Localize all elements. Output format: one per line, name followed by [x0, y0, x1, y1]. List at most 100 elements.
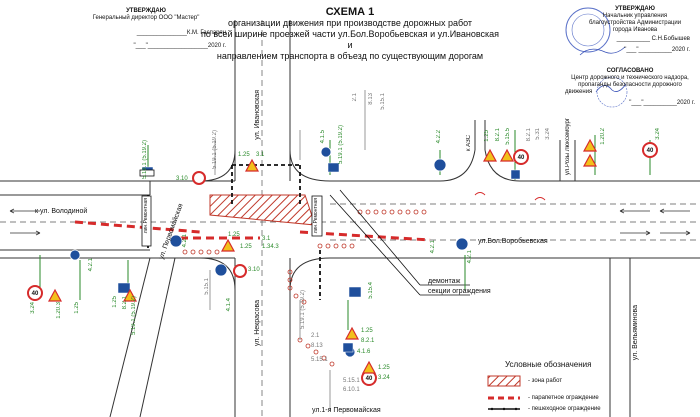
sign-label-4-2-1-c: 4.2.1	[467, 250, 473, 264]
agreed-block: СОГЛАСОВАНО Центр дорожного и техническо…	[565, 68, 695, 107]
sign-label-8-2-1-b: 8.2.1	[526, 128, 532, 142]
street-ivanovskaya: ул. Ивановская	[254, 90, 261, 140]
agreed-line3: движения	[565, 89, 593, 95]
sign-label-1-25-d: 1.25	[240, 244, 252, 250]
approve-right-line2: благоустройства Администрации	[588, 20, 682, 26]
sign-label-5-15-1-b: 5.15.1	[311, 357, 328, 363]
sign-blue-circle	[169, 234, 183, 248]
annotation-left-lane: лин.Ремонтная	[143, 198, 149, 234]
sign-label-5-19-1-d: 5.19.1 (5.19.2)	[131, 296, 137, 336]
sign-label-5-15-4: 5.15.4	[368, 282, 374, 299]
sign-no-entry	[192, 171, 206, 185]
sign-label-3-24-d: 3.24	[378, 375, 390, 381]
sign-label-2-1-a: 2.1	[352, 93, 358, 102]
sign-label-4-1-6: 4.1.6	[357, 349, 371, 355]
approve-right-line3: города Иванова	[612, 27, 658, 33]
sign-label-1-25-h: 1.25	[378, 365, 390, 371]
sign-roadworks	[499, 148, 515, 162]
sign-roadworks	[344, 326, 360, 340]
sign-roadworks	[582, 153, 598, 167]
speed-40: 40	[647, 148, 654, 154]
annotation-fence-sections: секции ограждения	[428, 288, 491, 295]
sign-label-8-13-a: 8.13	[368, 93, 374, 105]
approve-left-date: "___"__________________2020 г.	[133, 43, 226, 49]
scheme-title-block: СХЕМА 1 организации движения при произво…	[200, 6, 500, 62]
sign-speed-limit	[513, 149, 529, 165]
speed-40: 40	[32, 291, 39, 297]
sign-label-1-25-g: 1.25	[361, 328, 373, 334]
sign-label-4-2-1-d: 4.2.1	[430, 240, 436, 254]
sign-roadworks	[220, 238, 236, 252]
sign-label-4-1-4: 4.1.4	[226, 298, 232, 312]
sign-label-4-2-1-a: 4.2.1	[182, 234, 188, 248]
sign-roadworks	[361, 360, 377, 374]
sign-label-5-19-1-a: 5.19.1 (5.19.2)	[142, 140, 148, 180]
sign-speed-limit	[27, 285, 43, 301]
scheme-title: СХЕМА 1	[325, 6, 375, 18]
approve-right-date: "___"__________2020 г.	[624, 47, 690, 53]
annotation-right-lane: лин.Ремонтная	[313, 198, 319, 234]
street-rozy-luxemburg: ул.Розы Люксембург	[565, 118, 571, 176]
sign-label-1-25-c: 1.25	[228, 232, 240, 238]
street-nekrasova: ул. Некрасова	[254, 300, 261, 347]
scheme-line1: организации движения при производстве до…	[227, 18, 473, 28]
approve-right-signature: __________ С.Н.Бобышев	[616, 36, 690, 42]
speed-40: 40	[366, 376, 373, 382]
sign-roadworks	[582, 138, 598, 152]
approve-left-position: Генеральный директор ООО "Мастер"	[92, 15, 200, 21]
legend-box	[487, 375, 521, 411]
sign-label-3-1-a: 3.1	[256, 152, 265, 158]
sign-blue-circle	[433, 158, 447, 172]
street-velyaminova: ул. Вельяминова	[632, 305, 639, 361]
sign-label-3-24-b: 3.24	[655, 128, 661, 140]
sign-label-5-15-5: 5.15.5	[505, 128, 511, 145]
sign-label-5-15-1-a: 5.15.1	[380, 93, 386, 110]
sign-label-2-1-b: 2.1	[311, 333, 320, 339]
sign-blue-circle	[69, 249, 81, 261]
sign-label-3-24-c: 3.24	[30, 302, 36, 314]
sign-roadworks	[244, 158, 260, 172]
speed-40: 40	[518, 155, 525, 161]
legend-item-pedestrian: - пешеходное ограждение	[528, 406, 601, 412]
work-zone-area	[209, 194, 316, 226]
street-volodinoy: к ул. Володиной	[35, 208, 88, 215]
sign-no-entry	[233, 264, 247, 278]
sign-label-5-19-1-e: 5.19.1 (5.19.2)	[300, 290, 306, 330]
sign-label-8-13-b: 8.13	[311, 343, 323, 349]
sign-roadworks	[482, 148, 498, 162]
sign-label-8-2-1-d: 8.2.1	[361, 338, 375, 344]
approve-right-heading: УТВЕРЖДАЮ	[615, 6, 655, 12]
sign-label-4-1-5: 4.1.5	[320, 130, 326, 144]
agreed-heading: СОГЛАСОВАНО	[606, 68, 654, 74]
sign-blue-circle	[455, 237, 469, 251]
agreed-line2: пропаганды безопасности дорожного	[578, 82, 682, 88]
street-azs: к АЗС	[466, 135, 472, 152]
approve-left-block: УТВЕРЖДАЮ Генеральный директор ООО "Маст…	[66, 8, 226, 50]
sign-label-1-20-3: 1.20.3	[56, 302, 62, 319]
sign-label-3-1-b: 3.1	[262, 236, 271, 242]
sign-label-5-19-1-c: 5.19.1 (5.19.2)	[338, 125, 344, 165]
approve-right-block: УТВЕРЖДАЮ Начальник управления благоустр…	[580, 6, 690, 54]
sign-roadworks	[47, 288, 63, 302]
sign-roadworks	[122, 288, 138, 302]
sign-label-4-2-2: 4.2.2	[436, 130, 442, 144]
sign-label-1-25-b: 1.25	[484, 130, 490, 142]
sign-label-1-20-2: 1.20.2	[600, 128, 606, 145]
sign-blue-circle	[214, 263, 228, 277]
sign-label-1-25-f: 1.25	[112, 296, 118, 308]
sign-label-5-31: 5.31	[535, 128, 541, 140]
sign-label-8-2-1-c: 8.2.1	[122, 296, 128, 310]
sign-label-1-25-e: 1.25	[74, 302, 80, 314]
scheme-line3: направлением транспорта в объезд по суще…	[216, 51, 484, 61]
sign-label-1-25-a: 1.25	[238, 152, 250, 158]
sign-label-5-15-1-c: 5.15.1	[343, 378, 360, 384]
sign-label-3-10-b: 3.10	[248, 267, 260, 273]
agreed-line1: Центр дорожного и технического надзора,	[571, 75, 689, 81]
sign-label-5-19-1-b: 5.19.1 (5.19.2)	[212, 130, 218, 170]
sign-label-3-24-a: 3.24	[545, 128, 551, 140]
legend-item-work-zone: - зона работ	[528, 378, 563, 384]
agreed-date: "___"__________2020 г.	[629, 100, 695, 106]
approve-left-heading: УТВЕРЖДАЮ	[126, 8, 166, 14]
scheme-line2: по всей ширине проезжей части ул.Бол.Вор…	[200, 29, 500, 50]
